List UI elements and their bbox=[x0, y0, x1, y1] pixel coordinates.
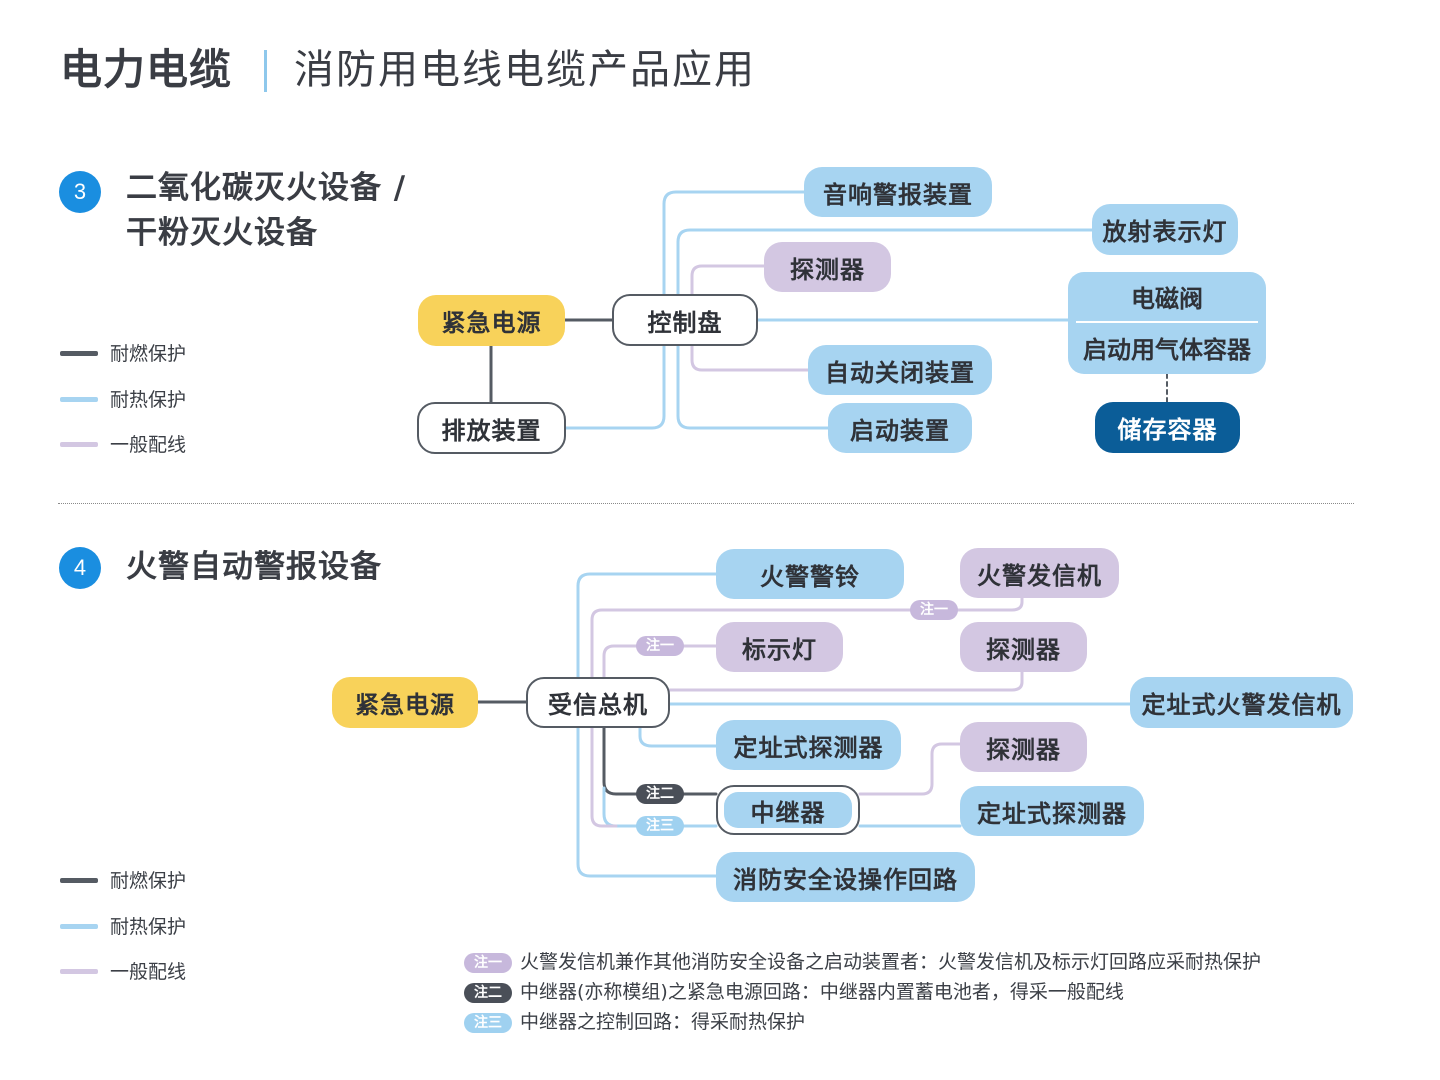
wire-s4-to-addressable-detector bbox=[638, 726, 718, 748]
wire-s3-panel-to-lamp bbox=[676, 228, 1094, 298]
s3-storage-container-node: 储存容器 bbox=[1095, 402, 1240, 453]
wire-s4-lamp-loop bbox=[602, 644, 718, 682]
note1-text: 火警发信机兼作其他消防安全设备之启动装置者：火警发信机及标示灯回路应采耐热保护 bbox=[520, 951, 1262, 973]
s4-note2-tag: 注二 bbox=[636, 784, 684, 804]
wire-s4-detector1-loop bbox=[668, 670, 1024, 692]
section-divider bbox=[58, 503, 1354, 504]
s4-addressable-detector-1-node: 定址式探测器 bbox=[716, 720, 901, 770]
section-3-title-line1: 二氧化碳灭火设备 / bbox=[126, 170, 407, 206]
s4-emergency-power-node: 紧急电源 bbox=[332, 677, 478, 728]
legend2-general-swatch bbox=[60, 969, 98, 974]
s3-auto-close-node: 自动关闭装置 bbox=[808, 345, 992, 395]
s3-detector-node: 探测器 bbox=[764, 242, 891, 292]
legend-general-swatch bbox=[60, 442, 98, 447]
title-divider bbox=[264, 50, 267, 92]
wire-s4-repeater-to-detector2 bbox=[858, 742, 962, 796]
note3-tag: 注三 bbox=[464, 1013, 512, 1033]
s3-release-lamp-node: 放射表示灯 bbox=[1092, 204, 1238, 255]
s4-addressable-detector-2-node: 定址式探测器 bbox=[960, 786, 1144, 836]
wire-s4-receiver-to-repeater bbox=[602, 726, 718, 796]
s4-fire-bell-node: 火警警铃 bbox=[716, 549, 904, 599]
wire-s3-panel-to-detector bbox=[690, 264, 766, 298]
s4-detector-2-node: 探测器 bbox=[960, 722, 1087, 772]
s4-indicator-lamp-node: 标示灯 bbox=[716, 622, 843, 672]
legend-fire-resistant-swatch bbox=[60, 351, 98, 356]
legend2-general-label: 一般配线 bbox=[110, 961, 187, 983]
s3-starter-node: 启动装置 bbox=[828, 403, 972, 453]
wire-s3-panel-to-autoclose bbox=[690, 344, 810, 372]
section-4-title: 火警自动警报设备 bbox=[126, 549, 382, 585]
s3-valve-divider bbox=[1076, 321, 1258, 323]
s3-valve-container-node: 电磁阀 启动用气体容器 bbox=[1068, 272, 1266, 374]
s3-discharge-device-node: 排放装置 bbox=[417, 402, 566, 454]
legend-heat-resistant-swatch bbox=[60, 397, 98, 402]
s4-fire-transmitter-node: 火警发信机 bbox=[960, 548, 1119, 598]
legend2-fire-resistant-swatch bbox=[60, 878, 98, 883]
note2-tag: 注二 bbox=[464, 983, 512, 1003]
s3-starting-container-label: 启动用气体容器 bbox=[1083, 336, 1251, 364]
s4-addressable-transmitter-node: 定址式火警发信机 bbox=[1130, 677, 1353, 728]
s4-repeater-node: 中继器 bbox=[724, 792, 852, 828]
s4-note1-tag-top: 注一 bbox=[910, 600, 958, 620]
note2-text: 中继器(亦称模组)之紧急电源回路：中继器内置蓄电池者，得采一般配线 bbox=[520, 981, 1124, 1003]
wire-s3-panel-to-starter bbox=[676, 344, 830, 430]
s3-emergency-power-node: 紧急电源 bbox=[418, 295, 565, 346]
page-title: 电力电缆 bbox=[60, 45, 233, 94]
s4-receiver-node: 受信总机 bbox=[526, 677, 670, 728]
section-3-badge: 3 bbox=[59, 171, 101, 213]
s4-safety-loop-node: 消防安全设操作回路 bbox=[716, 852, 975, 902]
note3-text: 中继器之控制回路：得采耐热保护 bbox=[520, 1011, 806, 1033]
note1-tag: 注一 bbox=[464, 953, 512, 973]
legend2-heat-resistant-swatch bbox=[60, 924, 98, 929]
s4-note1-tag-lamp: 注一 bbox=[636, 636, 684, 656]
legend2-fire-resistant-label: 耐燃保护 bbox=[110, 870, 187, 892]
s3-sounder-node: 音响警报装置 bbox=[804, 167, 992, 217]
section-4-badge: 4 bbox=[59, 547, 101, 589]
s4-detector-1-node: 探测器 bbox=[960, 622, 1087, 672]
s3-solenoid-valve-label: 电磁阀 bbox=[1131, 285, 1203, 313]
legend-fire-resistant-label: 耐燃保护 bbox=[110, 343, 187, 365]
legend2-heat-resistant-label: 耐热保护 bbox=[110, 916, 187, 938]
section-3-title-line2: 干粉灭火设备 bbox=[126, 215, 318, 251]
s4-note3-tag: 注三 bbox=[636, 816, 684, 836]
wire-s4-transmitter-loop bbox=[590, 594, 1024, 828]
page-subtitle: 消防用电线电缆产品应用 bbox=[294, 47, 756, 93]
s4-repeater-frame: 中继器 bbox=[716, 785, 860, 835]
legend-general-label: 一般配线 bbox=[110, 434, 187, 456]
s3-control-panel-node: 控制盘 bbox=[612, 294, 758, 346]
legend-heat-resistant-label: 耐热保护 bbox=[110, 389, 187, 411]
